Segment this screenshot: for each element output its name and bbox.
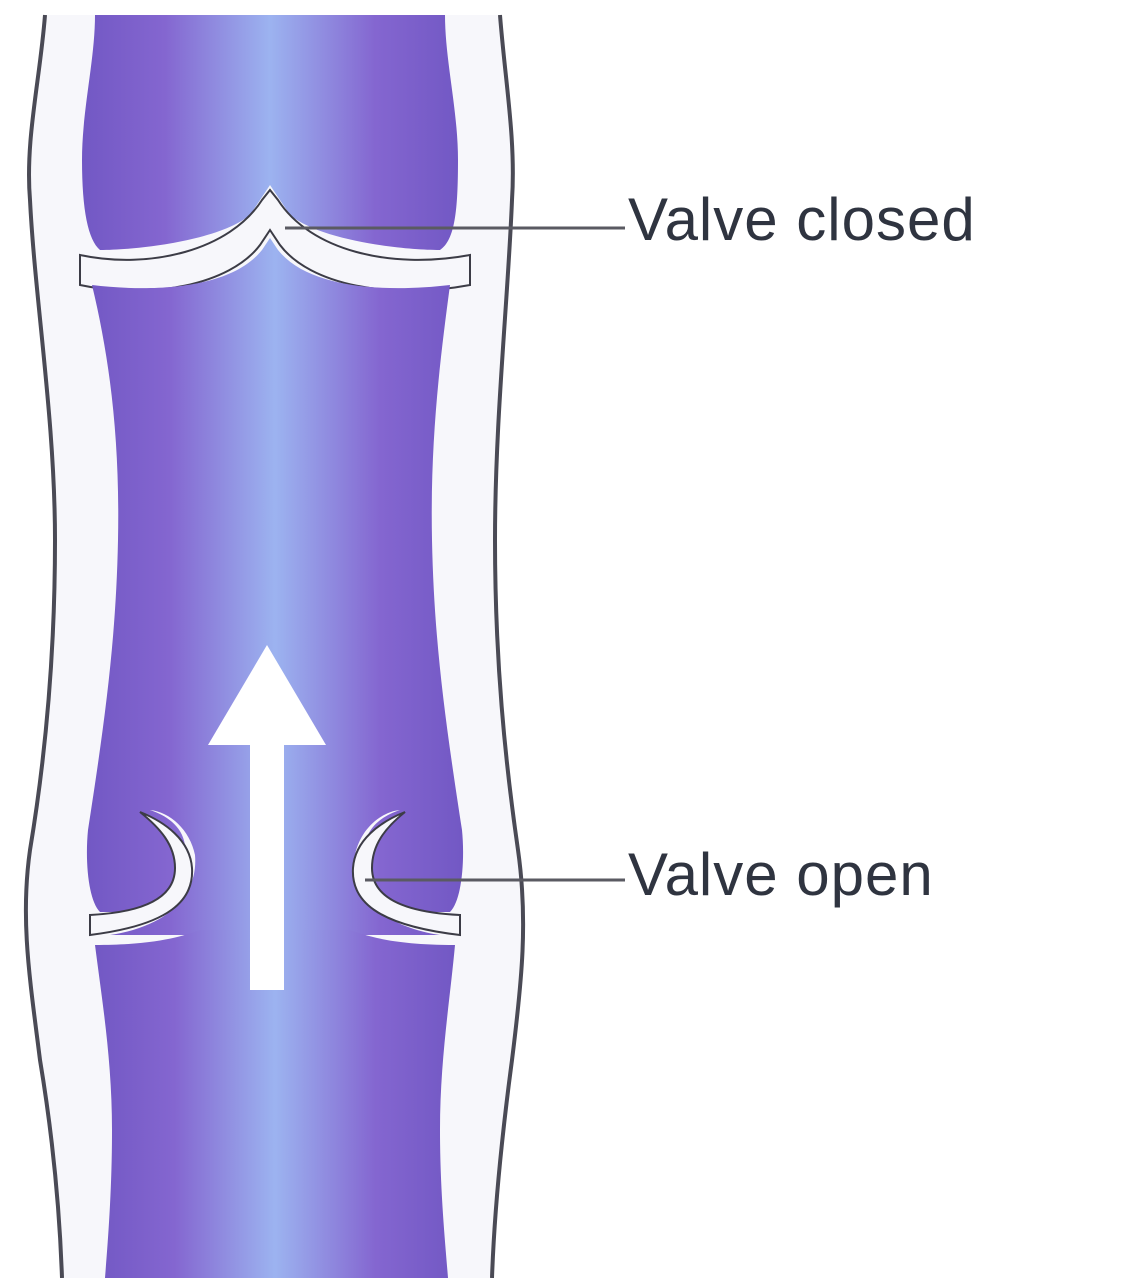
valve-open-label: Valve open [628, 841, 934, 908]
valve-closed-label: Valve closed [628, 186, 976, 253]
